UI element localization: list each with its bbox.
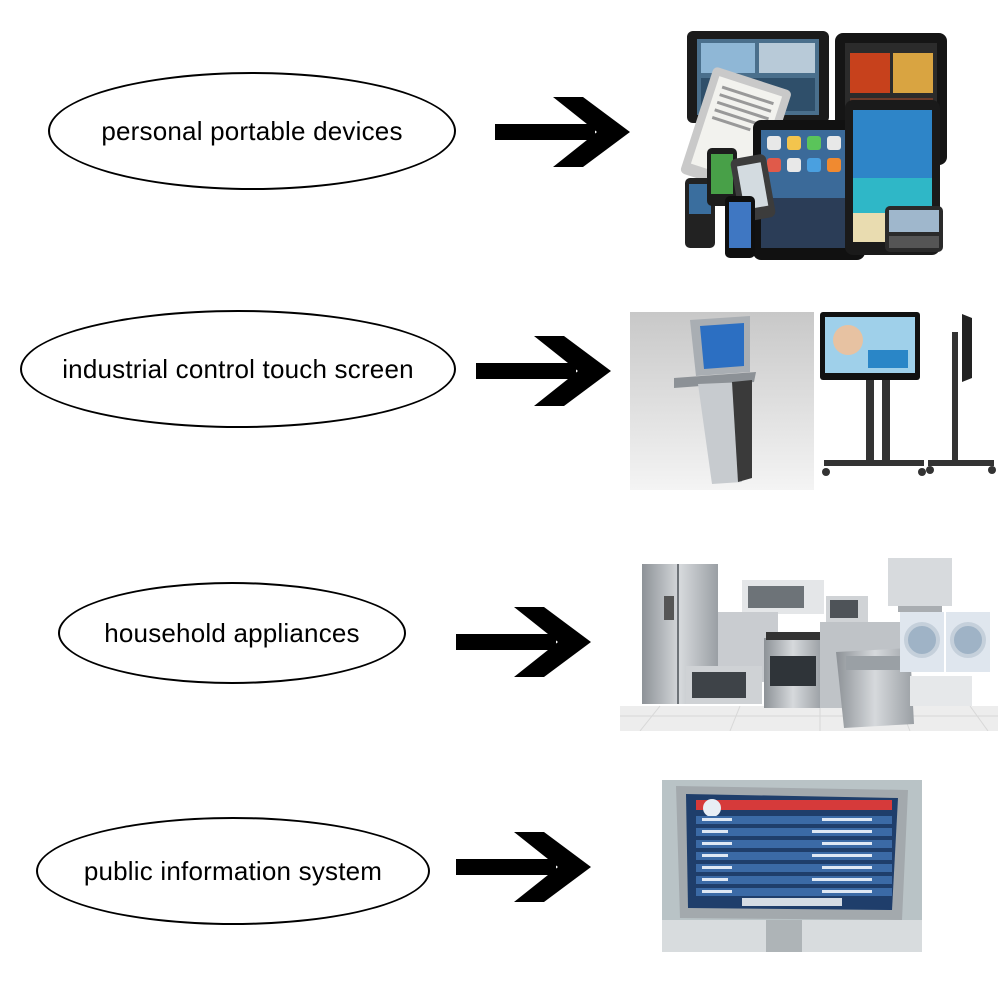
right-arrow-icon <box>476 336 611 406</box>
label-text: public information system <box>83 855 383 886</box>
row-personal-portable-devices: personal portable devices <box>0 0 1000 270</box>
label-ellipse: industrial control touch screen <box>20 310 456 428</box>
row-public-information-system: public information system <box>0 750 1000 1000</box>
row-industrial-control-touch-screen: industrial control touch screen <box>0 270 1000 500</box>
row-household-appliances: household appliances <box>0 500 1000 750</box>
kitchen-appliances-image <box>620 558 998 731</box>
label-text: personal portable devices <box>101 115 403 146</box>
tablets-and-smartphones-image <box>680 31 947 260</box>
label-text: industrial control touch screen <box>62 353 414 384</box>
kiosk-and-display-stands-image <box>630 312 996 490</box>
information-display-board-image <box>662 780 922 952</box>
right-arrow-icon <box>495 97 630 167</box>
right-arrow-icon <box>456 832 591 902</box>
label-text: household appliances <box>104 617 360 648</box>
label-ellipse: public information system <box>36 817 430 925</box>
label-ellipse: household appliances <box>58 582 406 684</box>
right-arrow-icon <box>456 607 591 677</box>
label-ellipse: personal portable devices <box>48 72 456 190</box>
